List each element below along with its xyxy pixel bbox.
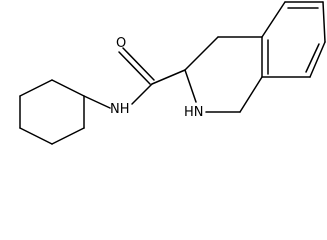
c8a-to-c1-bond [239,76,263,113]
ring-nh-label: HN [184,105,204,120]
cyclohexyl-bond-1 [51,79,85,97]
tetrahydro-ring [184,36,263,113]
carbonyl-double-bond [118,47,155,85]
oxygen-label: O [116,36,126,51]
carbonyl-bond-line-1 [118,51,151,85]
benzene-ring [261,1,326,78]
cyclohexyl-bond-6 [19,79,53,97]
molecule-structure: O NH HN [19,1,326,145]
carbonyl-bond-line-2 [122,47,155,81]
benzene-bond-3 [322,1,326,43]
benzene-inner-bond-2 [305,43,320,73]
benzene-bond-4 [309,41,326,78]
nh-to-carbonyl-bond [131,83,153,105]
amide-nh-label: NH [110,102,130,117]
benzene-bond-1 [261,1,286,38]
cyclohexyl-to-nh-bond [83,95,111,109]
nh-to-c3-bond [184,69,197,103]
cyclohexyl-ring [19,79,85,145]
c3-to-c4-bond [184,36,219,71]
cyclohexyl-bond-3 [51,127,85,145]
cyclohexyl-bond-4 [19,127,53,145]
carbonyl-to-c3-bond [151,69,186,85]
